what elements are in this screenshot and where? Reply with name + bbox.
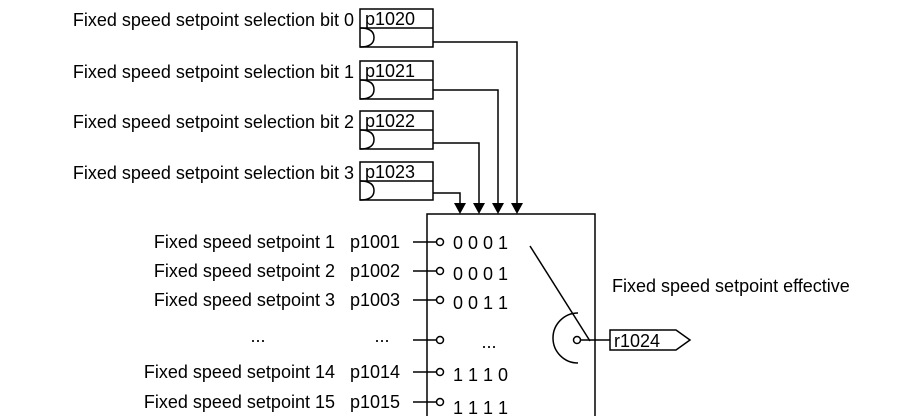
setpoint-14-bits: 1 1 1 0 [453, 365, 508, 385]
selection-bit-3-connector-icon [359, 180, 375, 201]
selection-bit-2-connector-icon [359, 129, 375, 150]
selector-block [426, 213, 610, 416]
output-param: r1024 [614, 331, 660, 351]
bit-3-arrow-icon [454, 203, 466, 214]
setpoint-ellipsis-label: ... [250, 326, 265, 346]
selector-switch-output-terminal [572, 335, 582, 345]
selection-bit-0-label: Fixed speed setpoint selection bit 0 [73, 10, 354, 30]
bit-2-arrow-icon [473, 203, 485, 214]
selection-bit-3: Fixed speed setpoint selection bit 3 p10… [73, 161, 434, 201]
bit-3-route-line [433, 192, 461, 204]
selection-bit-1: Fixed speed setpoint selection bit 1 p10… [73, 60, 434, 100]
setpoint-2-label: Fixed speed setpoint 2 [154, 261, 335, 281]
setpoint-row-15: Fixed speed setpoint 15 p1015 1 1 1 1 [144, 392, 508, 416]
setpoint-15-label: Fixed speed setpoint 15 [144, 392, 335, 412]
setpoint-15-terminal [435, 397, 445, 407]
setpoint-1-bits: 0 0 0 1 [453, 233, 508, 253]
selection-bit-1-connector-icon [359, 79, 375, 100]
selection-bit-2: Fixed speed setpoint selection bit 2 p10… [73, 110, 434, 150]
setpoint-3-label: Fixed speed setpoint 3 [154, 290, 335, 310]
setpoint-2-param[interactable]: p1002 [350, 261, 400, 281]
selector-switch-arc-icon [552, 312, 579, 364]
output-param-box[interactable] [609, 329, 692, 351]
selection-bit-2-label: Fixed speed setpoint selection bit 2 [73, 112, 354, 132]
selection-bit-2-param: p1022 [365, 111, 415, 131]
setpoint-ellipsis-bits: ... [481, 332, 496, 352]
selection-bit-0-param: p1020 [365, 9, 415, 29]
bit-0-route-line [433, 41, 518, 204]
setpoint-1-terminal [435, 237, 445, 247]
selection-bit-3-param: p1023 [365, 162, 415, 182]
setpoint-15-bits: 1 1 1 1 [453, 398, 508, 416]
selection-bit-0-connector-icon [359, 27, 375, 48]
setpoint-2-terminal [435, 266, 445, 276]
setpoint-15-param[interactable]: p1015 [350, 392, 400, 412]
setpoint-2-bits: 0 0 0 1 [453, 264, 508, 284]
setpoint-row-14: Fixed speed setpoint 14 p1014 1 1 1 0 [144, 362, 508, 385]
selector-block-border [426, 213, 596, 416]
setpoint-1-param[interactable]: p1001 [350, 232, 400, 252]
setpoint-row-3: Fixed speed setpoint 3 p1003 0 0 1 1 [154, 290, 508, 313]
setpoint-14-terminal [435, 367, 445, 377]
setpoint-3-terminal [435, 295, 445, 305]
bit-2-route-line [433, 142, 480, 204]
bit-1-route-line [433, 89, 499, 204]
bit-1-arrow-icon [492, 203, 504, 214]
setpoint-14-label: Fixed speed setpoint 14 [144, 362, 335, 382]
setpoint-3-bits: 0 0 1 1 [453, 293, 508, 313]
setpoint-1-label: Fixed speed setpoint 1 [154, 232, 335, 252]
output-label: Fixed speed setpoint effective [612, 276, 850, 296]
output-group: Fixed speed setpoint effective r1024 [609, 276, 850, 351]
setpoint-row-2: Fixed speed setpoint 2 p1002 0 0 0 1 [154, 261, 508, 284]
selection-bit-0: Fixed speed setpoint selection bit 0 p10… [73, 8, 434, 48]
bit-0-arrow-icon [511, 203, 523, 214]
setpoint-3-param[interactable]: p1003 [350, 290, 400, 310]
selector-switch-lever [529, 245, 591, 342]
setpoint-14-param[interactable]: p1014 [350, 362, 400, 382]
setpoint-row-ellipsis: ... ... ... [250, 326, 496, 352]
setpoint-ellipsis-terminal [435, 335, 445, 345]
selection-bit-3-label: Fixed speed setpoint selection bit 3 [73, 163, 354, 183]
selection-bit-1-label: Fixed speed setpoint selection bit 1 [73, 62, 354, 82]
selection-bit-1-param: p1021 [365, 61, 415, 81]
setpoint-row-1: Fixed speed setpoint 1 p1001 0 0 0 1 [154, 232, 508, 253]
setpoint-ellipsis-param: ... [374, 326, 389, 346]
